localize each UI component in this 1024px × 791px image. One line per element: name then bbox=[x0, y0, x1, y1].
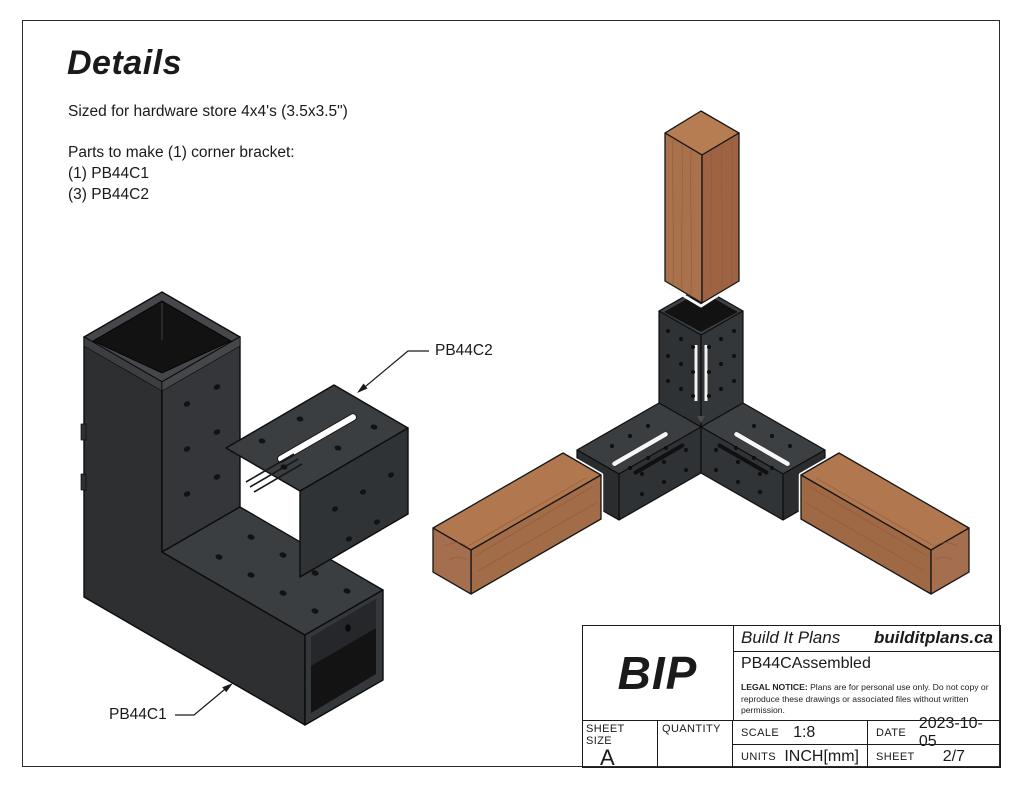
date-label: DATE bbox=[876, 726, 907, 739]
sheet-value: 2/7 bbox=[942, 747, 965, 765]
sheet-size-label: SHEET SIZE bbox=[586, 723, 625, 747]
sheet-size-value: A bbox=[600, 745, 615, 770]
legal-notice: LEGAL NOTICE: Plans are for personal use… bbox=[741, 682, 995, 716]
note-sizing: Sized for hardware store 4x4's (3.5x3.5"… bbox=[68, 103, 348, 120]
bip-logo: BIP bbox=[617, 647, 698, 699]
company-website: builditplans.ca bbox=[873, 628, 993, 647]
company-name: Build It Plans bbox=[741, 628, 841, 647]
units-cell: UNITS INCH[mm] bbox=[733, 744, 867, 768]
units-value: INCH[mm] bbox=[784, 747, 859, 765]
note-part1: (1) PB44C1 bbox=[68, 165, 149, 182]
page-title: Details bbox=[67, 44, 182, 82]
label-pb44c2: PB44C2 bbox=[435, 342, 493, 359]
logo-cell: BIP bbox=[582, 625, 734, 721]
units-label: UNITS bbox=[741, 750, 776, 763]
date-cell: DATE 2023-10-05 bbox=[867, 715, 1001, 750]
title-block bbox=[582, 625, 1001, 768]
drawing-title: PB44CAssembled bbox=[741, 655, 871, 672]
scale-label: SCALE bbox=[741, 726, 780, 739]
scale-cell: SCALE 1:8 bbox=[733, 720, 867, 744]
sheet-size-cell: SHEET SIZE A bbox=[582, 720, 658, 770]
quantity-cell: QUANTITY bbox=[658, 720, 733, 768]
note-part2: (3) PB44C2 bbox=[68, 186, 149, 203]
legal-notice-label: LEGAL NOTICE: bbox=[741, 682, 808, 693]
note-parts-intro: Parts to make (1) corner bracket: bbox=[68, 144, 295, 161]
date-value: 2023-10-05 bbox=[918, 714, 983, 750]
scale-value: 1:8 bbox=[793, 723, 816, 741]
quantity-label: QUANTITY bbox=[662, 723, 721, 735]
company-band: Build It Plans builditplans.ca bbox=[733, 625, 1001, 652]
sheet-label: SHEET bbox=[876, 750, 915, 763]
drawing-title-band: PB44CAssembled LEGAL NOTICE: Plans are f… bbox=[733, 652, 1001, 720]
sheet-border bbox=[22, 20, 1000, 767]
legal-notice-line1: Plans are for personal use only. Do not … bbox=[807, 682, 989, 693]
legal-notice-line2: reproduce these drawings or associated f… bbox=[741, 693, 969, 715]
sheet-number-cell: SHEET 2/7 bbox=[867, 744, 1001, 768]
label-pb44c1: PB44C1 bbox=[109, 706, 167, 723]
